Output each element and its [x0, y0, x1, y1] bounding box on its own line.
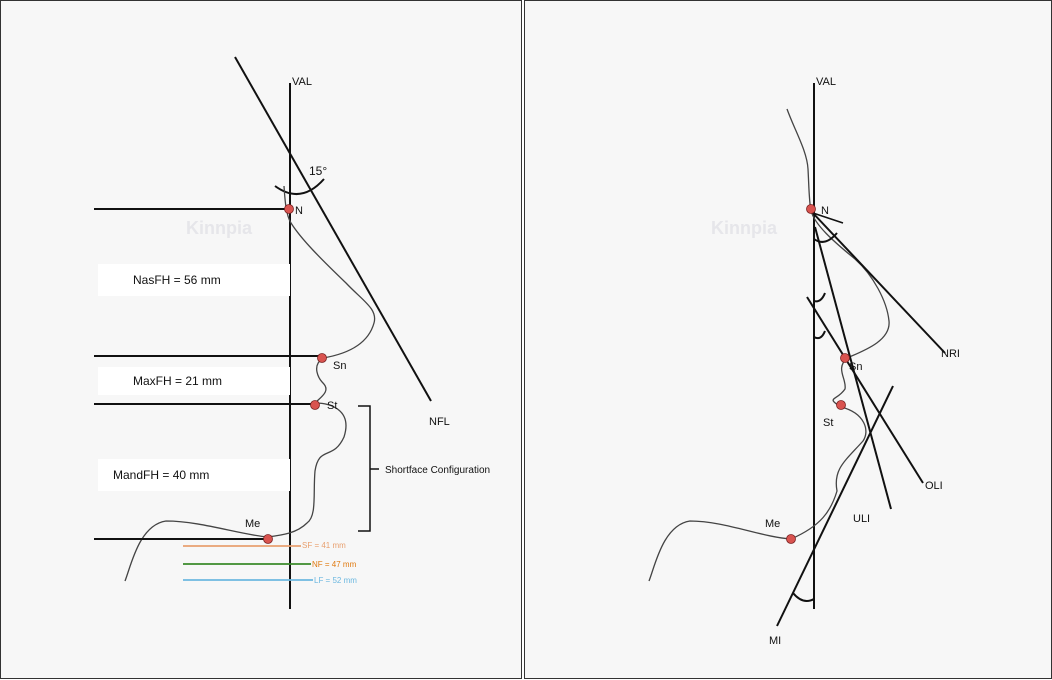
angle-arc	[274, 178, 325, 195]
nri-line	[810, 210, 946, 354]
st-landmark-dot	[836, 400, 846, 410]
sn-landmark-dot	[317, 353, 327, 363]
me-label: Me	[765, 518, 780, 530]
nasfh-box	[98, 264, 290, 296]
soft-tissue-profile	[124, 185, 376, 582]
maxfh-label: MaxFH = 21 mm	[133, 374, 222, 388]
watermark: Kinnpia	[711, 218, 778, 238]
st-landmark-dot	[310, 400, 320, 410]
mentolabial-angle-arc	[792, 592, 815, 602]
sf-label: SF = 41 mm	[302, 541, 346, 550]
right-diagram: Kinnpia VAL NRI ULI OLI MI N Sn St Me	[648, 76, 960, 647]
oli-label: OLI	[925, 480, 943, 492]
upper-lip-angle-arc	[813, 292, 826, 303]
nasfh-label: NasFH = 56 mm	[133, 273, 221, 287]
bracket	[358, 405, 371, 532]
watermark: Kinnpia	[186, 218, 253, 238]
right-panel: Kinnpia VAL NRI ULI OLI MI N Sn St Me	[524, 0, 1052, 679]
n-landmark-dot	[806, 204, 816, 214]
nasal-angle-arc	[813, 232, 838, 243]
mandfh-label: MandFH = 40 mm	[113, 468, 209, 482]
left-panel: Kinnpia VAL NFL 15° N Sn St Me NasFH = 5…	[0, 0, 522, 679]
mi-line	[776, 385, 894, 627]
st-label: St	[327, 400, 337, 412]
nfl-label: NFL	[429, 416, 450, 428]
nri-label: NRI	[941, 348, 960, 360]
mi-label: MI	[769, 635, 781, 647]
oli-line	[806, 296, 924, 484]
nf-label: NF = 47 mm	[312, 560, 357, 569]
me-label: Me	[245, 518, 260, 530]
val-label: VAL	[292, 76, 312, 88]
val-label: VAL	[816, 76, 836, 88]
sn-landmark-dot	[840, 353, 850, 363]
uli-label: ULI	[853, 513, 870, 525]
maxfh-box	[98, 367, 290, 395]
lower-lip-angle-arc	[813, 330, 826, 340]
me-landmark-dot	[263, 534, 273, 544]
sn-label: Sn	[333, 360, 346, 372]
nri-short-line	[812, 212, 844, 224]
st-label: St	[823, 417, 833, 429]
left-diagram: Kinnpia VAL NFL 15° N Sn St Me NasFH = 5…	[94, 56, 490, 609]
soft-tissue-profile	[648, 108, 890, 582]
nfl-line	[234, 56, 432, 402]
config-label: Shortface Configuration	[385, 465, 490, 476]
mandfh-box	[98, 459, 290, 491]
angle-label: 15°	[309, 164, 327, 178]
n-label: N	[821, 205, 829, 217]
n-landmark-dot	[284, 204, 294, 214]
sn-label: Sn	[849, 361, 862, 373]
uli-line	[814, 226, 892, 510]
lf-label: LF = 52 mm	[314, 576, 357, 585]
n-label: N	[295, 205, 303, 217]
me-landmark-dot	[786, 534, 796, 544]
